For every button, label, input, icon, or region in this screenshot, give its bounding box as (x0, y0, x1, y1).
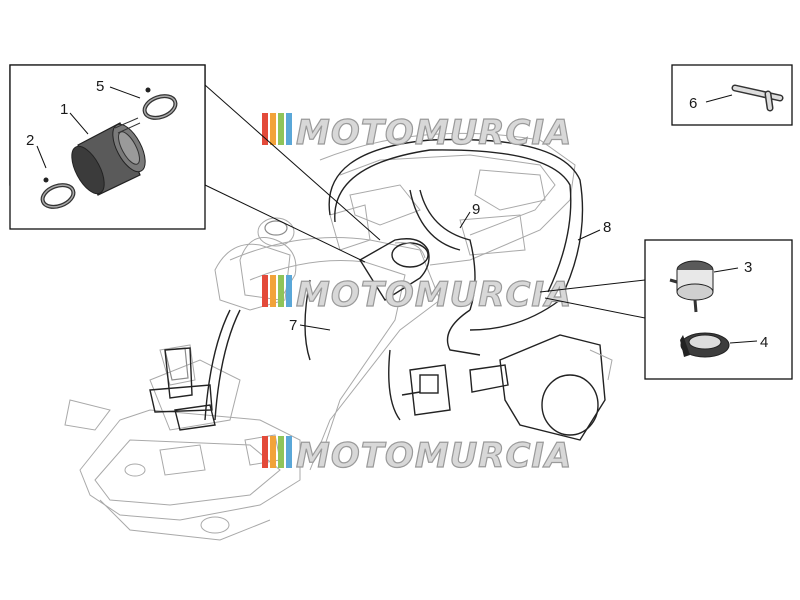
filter-cartridge-icon (71, 117, 146, 196)
watermark-text: MOTOMURCIA (296, 113, 572, 153)
air-filter-box-drawing (469, 334, 613, 441)
hoses-drawing (204, 138, 584, 421)
ring-clamp-icon (680, 332, 730, 358)
callout-6: 6 (689, 95, 697, 112)
scooter-frame-drawing (64, 132, 576, 541)
valve-icon (669, 260, 714, 313)
callout-9: 9 (472, 201, 480, 218)
callout-3: 3 (744, 259, 752, 276)
watermark-top: MOTOMURCIA (262, 112, 572, 154)
inset-connector: 6 (671, 64, 793, 126)
y-connector-icon (731, 84, 784, 112)
callout-7: 7 (289, 317, 297, 334)
watermark-text: MOTOMURCIA (296, 275, 572, 315)
watermark-bottom: MOTOMURCIA (262, 435, 572, 477)
callout-4: 4 (760, 334, 768, 351)
watermark: MOTOMURCIA MOTOMURCIA MOTOMURCIA (262, 112, 572, 477)
inset-valve-parts: 3 4 (539, 239, 793, 380)
watermark-middle: MOTOMURCIA (262, 274, 572, 316)
callout-2: 2 (26, 132, 34, 149)
carburetor-drawing (401, 364, 451, 416)
hose-clamp-icon (40, 177, 76, 209)
callout-5: 5 (96, 78, 104, 95)
main-callouts: 8 9 7 (289, 201, 611, 334)
hose-clamp-icon (142, 87, 178, 120)
airbox-duct-drawing (359, 238, 430, 301)
callout-1: 1 (60, 101, 68, 118)
inset-filter-parts: 1 2 5 (9, 64, 381, 263)
callout-8: 8 (603, 219, 611, 236)
watermark-text: MOTOMURCIA (296, 436, 572, 476)
